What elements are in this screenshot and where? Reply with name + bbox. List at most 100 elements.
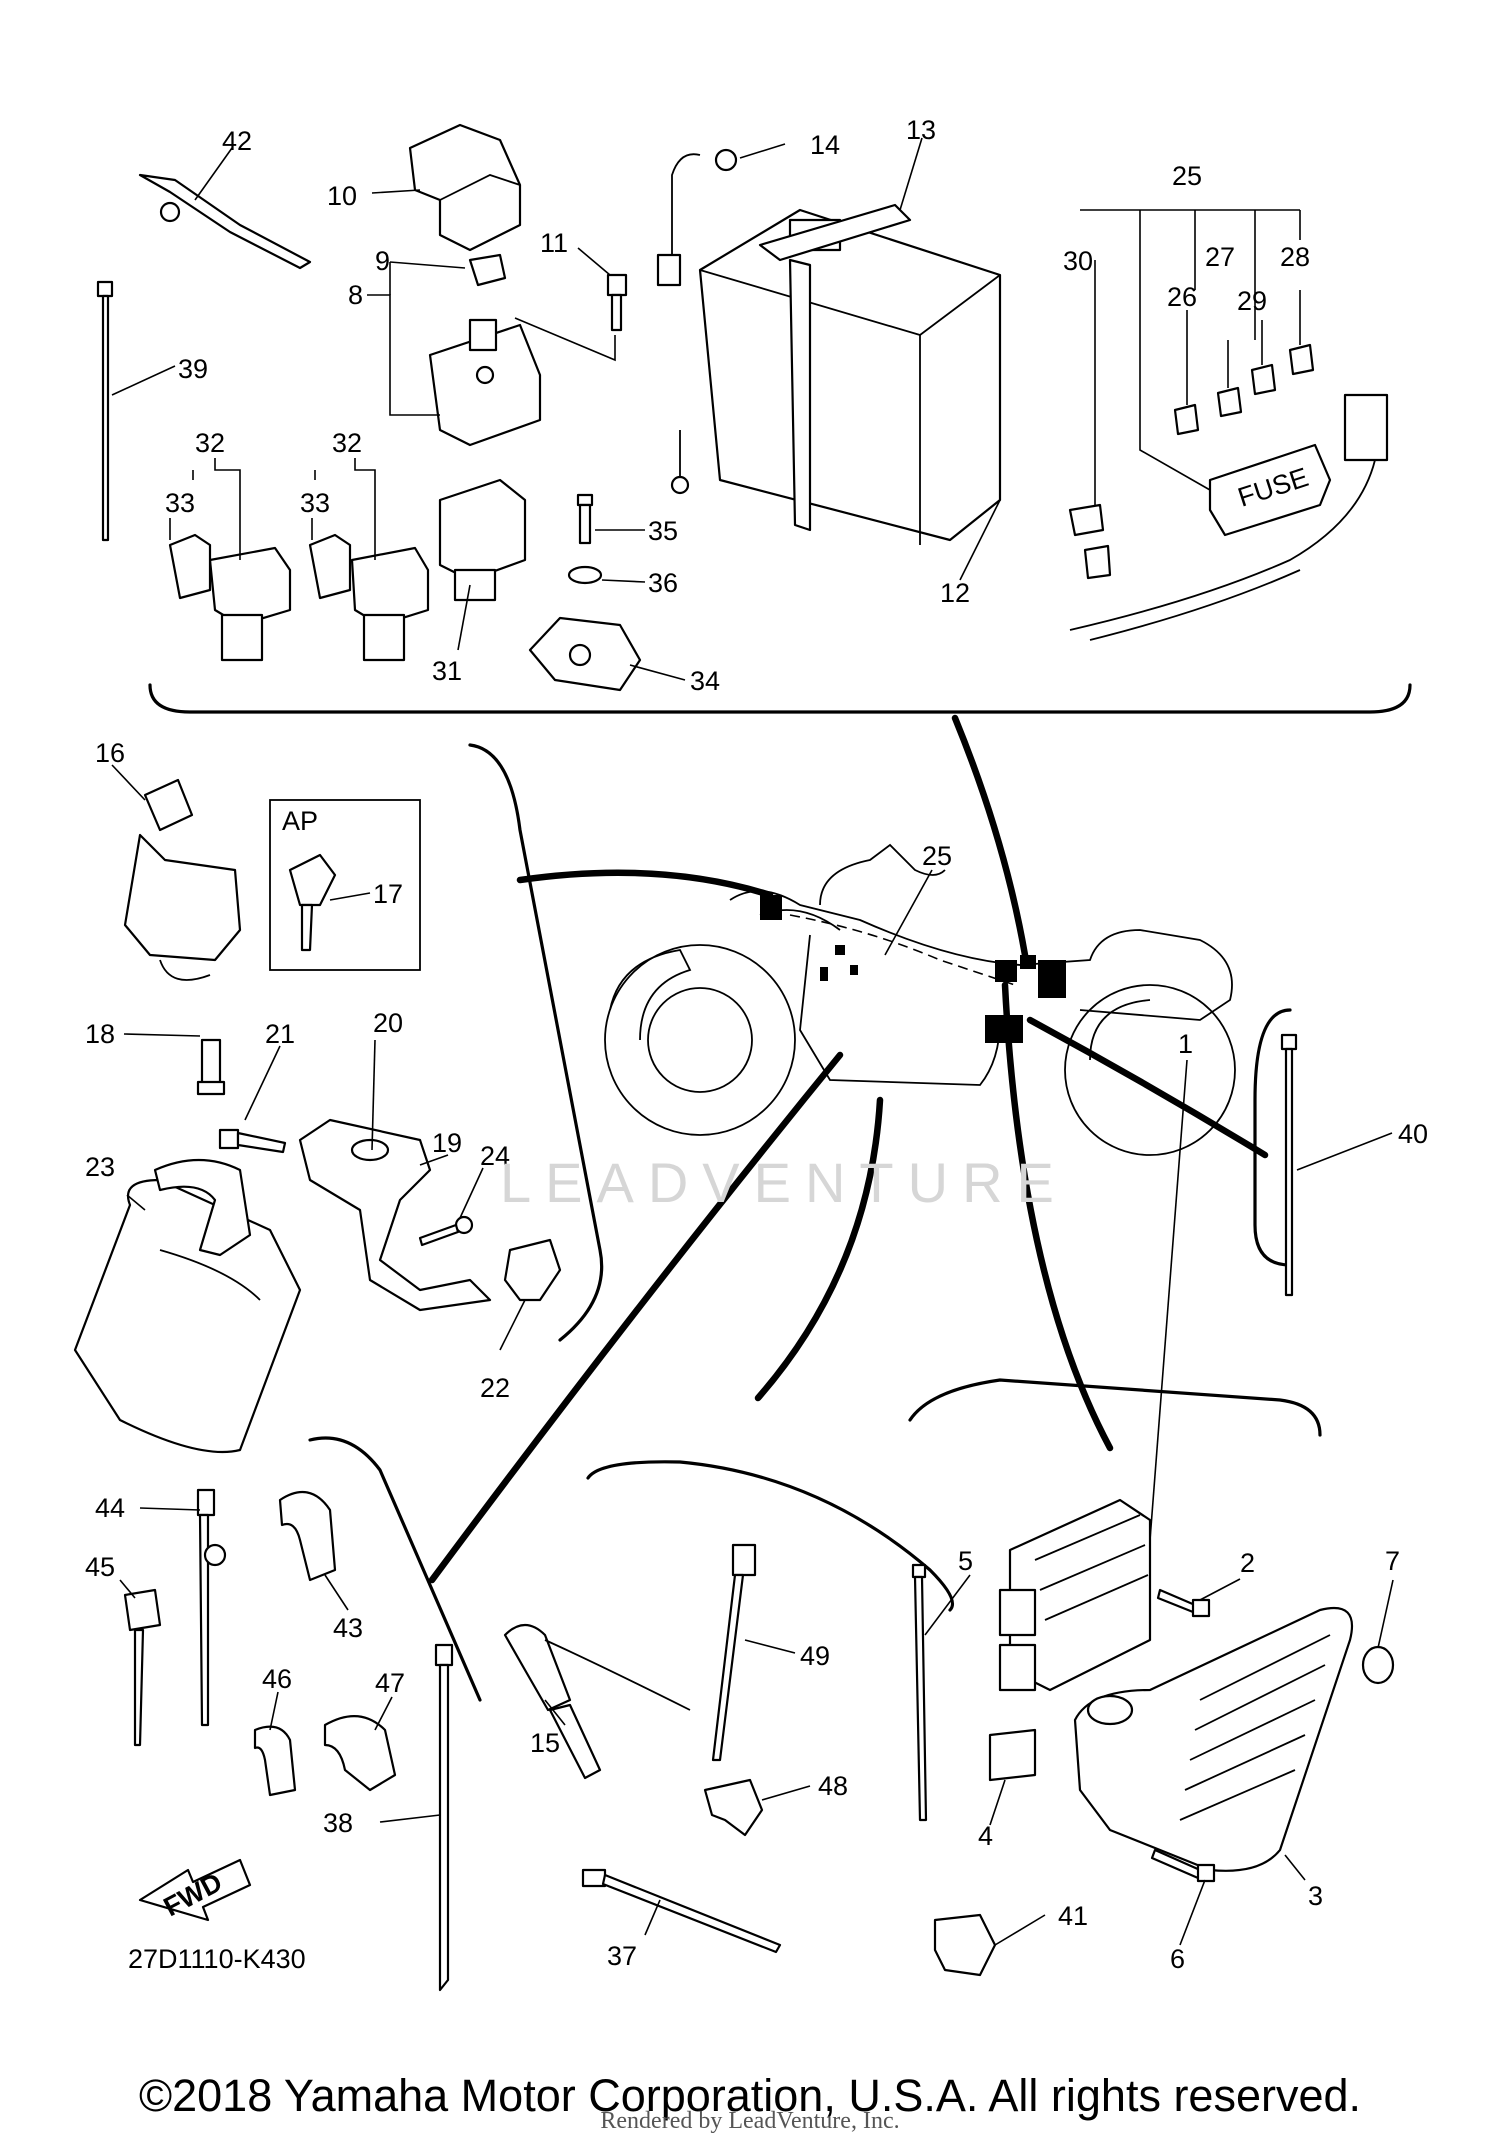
label-41: 41 (1058, 1901, 1088, 1931)
label-15: 15 (530, 1728, 560, 1758)
leader-lines (111, 137, 1394, 1946)
battery-lead-part-14 (656, 148, 738, 495)
fuse-part-26 (1173, 403, 1200, 436)
label-20: 20 (373, 1008, 403, 1038)
label-8: 8 (348, 280, 363, 310)
cable-tie-part-39 (96, 280, 114, 542)
lower-middle-section-bracket (586, 1460, 955, 1612)
ap-frame (269, 799, 421, 971)
bolt-part-6 (1150, 1848, 1216, 1883)
label-14: 14 (810, 130, 840, 160)
rendered-by-notice: Rendered by LeadVenture, Inc. (600, 2108, 900, 2134)
wire-harness-clamp-part-42 (138, 173, 312, 270)
main-switch-part-16 (123, 778, 242, 981)
left-section-bracket (468, 743, 604, 1342)
label-34: 34 (690, 666, 720, 696)
label-19: 19 (432, 1128, 462, 1158)
label-9: 9 (375, 246, 390, 276)
callout-line-lower-middle (754, 1096, 884, 1402)
cable-tie-part-38 (434, 1643, 454, 1992)
label-18: 18 (85, 1019, 115, 1049)
cable-tie-part-49 (711, 1543, 757, 1762)
bolt-part-21 (218, 1128, 287, 1154)
cable-tie-part-40 (1280, 1033, 1298, 1297)
cable-tie-part-5 (911, 1563, 928, 1822)
fwd-arrow-icon: FWD (138, 1858, 252, 1922)
label-3: 3 (1308, 1881, 1323, 1911)
label-27: 27 (1205, 242, 1235, 272)
label-26: 26 (1167, 282, 1197, 312)
label-13: 13 (906, 115, 936, 145)
starter-relay-cover-part-10 (408, 123, 522, 252)
callout-line-top (951, 714, 1029, 959)
cable-tie-part-37 (581, 1868, 782, 1954)
bracket-part-19 (298, 1118, 492, 1312)
screw-part-35 (576, 493, 594, 545)
label-16: 16 (95, 738, 125, 768)
label-28: 28 (1280, 242, 1310, 272)
label-38: 38 (323, 1808, 353, 1838)
label-22: 22 (480, 1373, 510, 1403)
label-46: 46 (262, 1664, 292, 1694)
label-32a: 32 (195, 428, 225, 458)
label-30: 30 (1063, 246, 1093, 276)
right-section-bracket (1253, 1008, 1292, 1267)
label-35: 35 (648, 516, 678, 546)
label-23: 23 (85, 1152, 115, 1182)
label-31: 31 (432, 656, 462, 686)
relay-holder-part-33a (168, 533, 212, 600)
label-part-4 (988, 1728, 1037, 1782)
label-29: 29 (1237, 286, 1267, 316)
fuse-part-27 (1216, 386, 1243, 418)
ap-label: AP (282, 806, 318, 836)
label-33b: 33 (300, 488, 330, 518)
flasher-relay-part-31 (438, 478, 527, 602)
fuse-box-part-25: FUSE (1068, 393, 1389, 641)
bolt-part-11 (606, 273, 628, 332)
label-47: 47 (375, 1668, 405, 1698)
callout-line-left (516, 869, 774, 899)
label-1: 1 (1178, 1029, 1193, 1059)
clamp-part-46 (253, 1725, 297, 1797)
label-43: 43 (333, 1613, 363, 1643)
cable-tie-part-45 (123, 1588, 162, 1747)
label-42: 42 (222, 126, 252, 156)
label-12: 12 (940, 578, 970, 608)
label-17: 17 (373, 879, 403, 909)
label-4: 4 (978, 1821, 993, 1851)
bolt-part-2 (1156, 1588, 1211, 1618)
label-11: 11 (540, 228, 568, 258)
copyright-notice: ©2018 Yamaha Motor Corporation, U.S.A. A… (138, 2070, 1362, 2121)
clamp-part-43 (278, 1490, 337, 1582)
washer-part-36 (567, 565, 603, 585)
clamp-part-22 (503, 1238, 562, 1302)
label-36: 36 (648, 568, 678, 598)
label-49: 49 (800, 1641, 830, 1671)
label-25-bike: 25 (922, 841, 952, 871)
label-7: 7 (1385, 1546, 1400, 1576)
screw-part-24 (418, 1215, 474, 1247)
label-44: 44 (95, 1493, 125, 1523)
key-part-17: AP (269, 799, 421, 971)
label-40: 40 (1398, 1119, 1428, 1149)
relay-part-32a (208, 546, 292, 662)
fuse-part-9 (468, 253, 507, 287)
sensor-part-15 (503, 1623, 691, 1780)
label-37: 37 (607, 1941, 637, 1971)
label-6: 6 (1170, 1944, 1185, 1974)
clamp-part-48 (703, 1778, 764, 1837)
label-24: 24 (480, 1141, 510, 1171)
label-10: 10 (327, 181, 357, 211)
label-2: 2 (1240, 1548, 1255, 1578)
relay-holder-part-33b (308, 533, 352, 600)
clamp-part-41 (933, 1913, 997, 1977)
top-section-bracket (148, 683, 1412, 714)
cover-part-3 (1073, 1606, 1354, 1872)
cable-tie-part-44 (196, 1488, 227, 1727)
fuse-part-29 (1250, 363, 1277, 396)
diagram-code: 27D1110-K430 (128, 1944, 306, 1974)
bracket-part-34 (528, 616, 642, 692)
label-5: 5 (958, 1546, 973, 1576)
callout-line-lower-right (1001, 981, 1114, 1452)
